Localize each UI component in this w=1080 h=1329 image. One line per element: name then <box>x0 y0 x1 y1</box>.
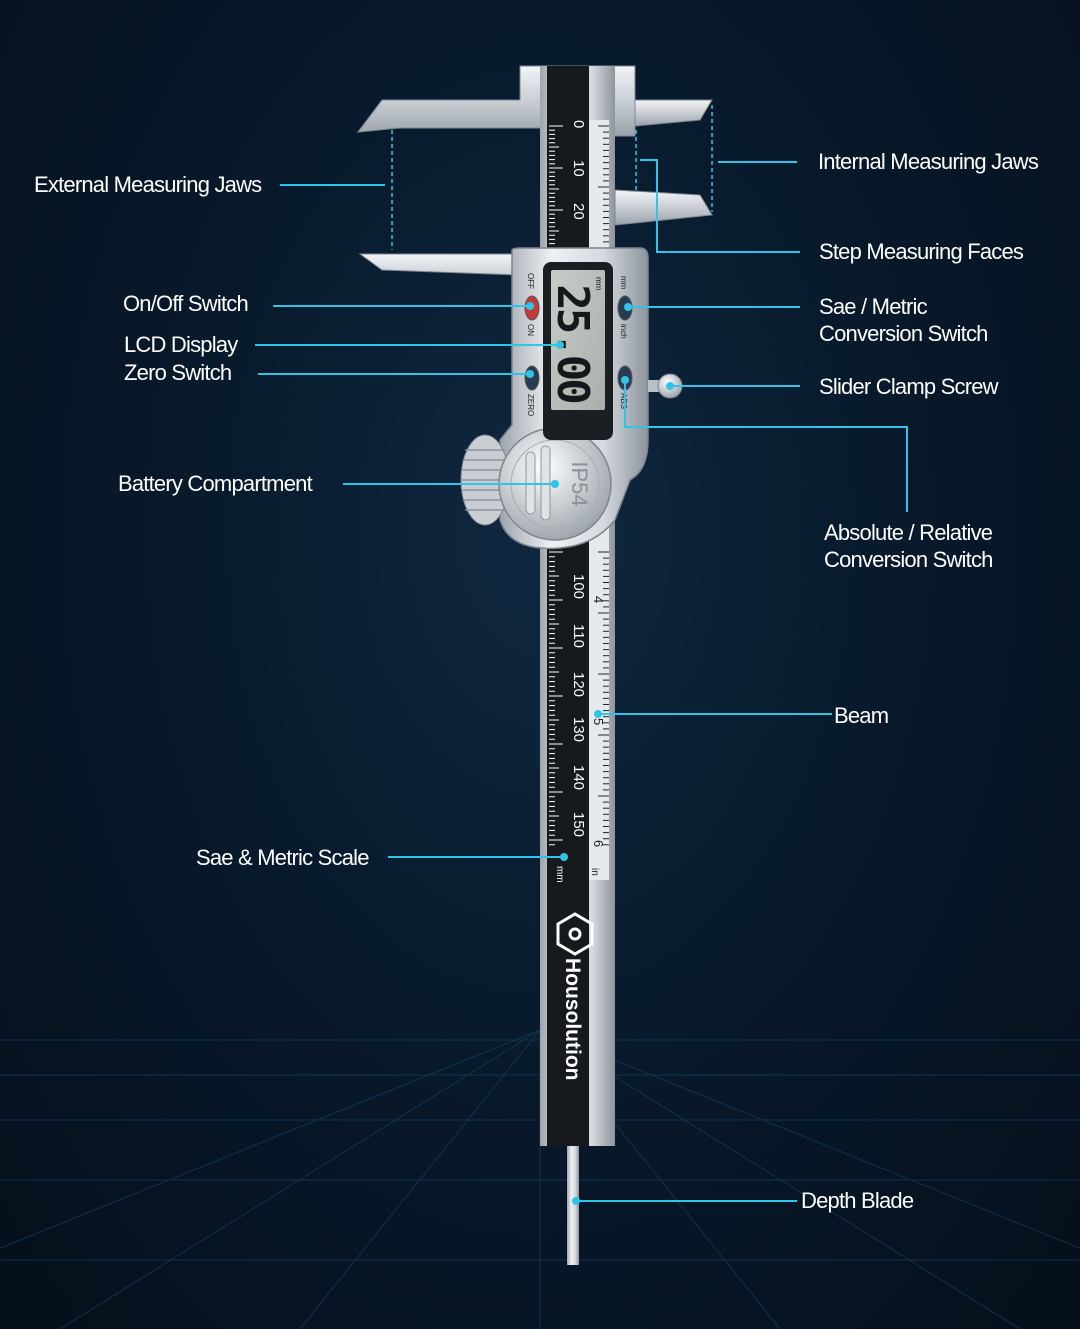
scale-num-20: 20 <box>570 203 587 220</box>
label-zero: Zero Switch <box>124 360 232 385</box>
unit-in: in <box>589 868 600 876</box>
scale-num-10: 10 <box>570 160 587 177</box>
scale-num-100: 100 <box>570 574 587 599</box>
label-depth-blade: Depth Blade <box>801 1188 914 1213</box>
brand-name: Housolution <box>561 958 584 1080</box>
mm-scale-numbers: 0 10 20 100 110 120 130 140 150 <box>570 120 587 837</box>
inch-scale-numbers: 4 5 6 <box>591 596 606 847</box>
label-sae-metric-line2: Conversion Switch <box>819 321 988 346</box>
label-abs-rel-line2: Conversion Switch <box>824 547 993 572</box>
label-sae-metric-line1: Sae / Metric <box>819 294 928 319</box>
btn-abs-label: ABS <box>619 393 628 409</box>
scale-ticks <box>549 125 609 846</box>
lcd-reading: 25.00 <box>547 284 598 402</box>
label-abs-rel: Absolute / Relative Conversion Switch <box>824 519 993 573</box>
btn-off-label: OFF <box>526 273 535 289</box>
label-step-faces: Step Measuring Faces <box>819 239 1024 264</box>
label-abs-rel-line1: Absolute / Relative <box>824 520 993 545</box>
label-external-jaws: External Measuring Jaws <box>34 172 262 197</box>
scale-num-140: 140 <box>570 765 587 790</box>
scale-num-110: 110 <box>570 624 587 648</box>
label-beam: Beam <box>834 703 889 728</box>
line-step-faces <box>640 159 800 253</box>
sliding-internal-jaw <box>614 189 713 226</box>
brand-logo <box>556 912 594 956</box>
label-battery: Battery Compartment <box>118 471 313 496</box>
scale-num-150: 150 <box>570 812 587 837</box>
btn-on-label: ON <box>526 324 535 336</box>
lcd-screen <box>551 270 605 410</box>
internal-jaw-right <box>634 99 713 127</box>
label-clamp-screw: Slider Clamp Screw <box>819 374 999 399</box>
callout-dots <box>526 302 674 1205</box>
unit-mm: mm <box>554 866 565 883</box>
btn-mm-label: mm <box>619 276 628 290</box>
scale-num-120: 120 <box>570 672 587 697</box>
inch-num-5: 5 <box>591 718 606 725</box>
zero-button[interactable] <box>524 365 540 391</box>
label-sae-metric: Sae / Metric Conversion Switch <box>819 293 988 347</box>
label-scale: Sae & Metric Scale <box>196 845 369 870</box>
inch-num-4: 4 <box>591 596 606 603</box>
label-internal-jaws: Internal Measuring Jaws <box>818 149 1039 174</box>
label-on-off: On/Off Switch <box>123 291 249 316</box>
btn-inch-label: inch <box>619 324 628 339</box>
btn-zero-label: ZERO <box>526 394 535 416</box>
label-lcd: LCD Display <box>124 332 238 357</box>
inch-num-6: 6 <box>591 840 606 847</box>
ip-rating: IP54 <box>567 461 592 506</box>
scale-num-130: 130 <box>570 717 587 742</box>
line-abs <box>624 380 908 512</box>
scale-num-0: 0 <box>570 120 587 128</box>
beam-black-face <box>547 66 589 1146</box>
lcd-unit: mm <box>594 277 603 291</box>
callout-lines <box>255 105 908 1202</box>
